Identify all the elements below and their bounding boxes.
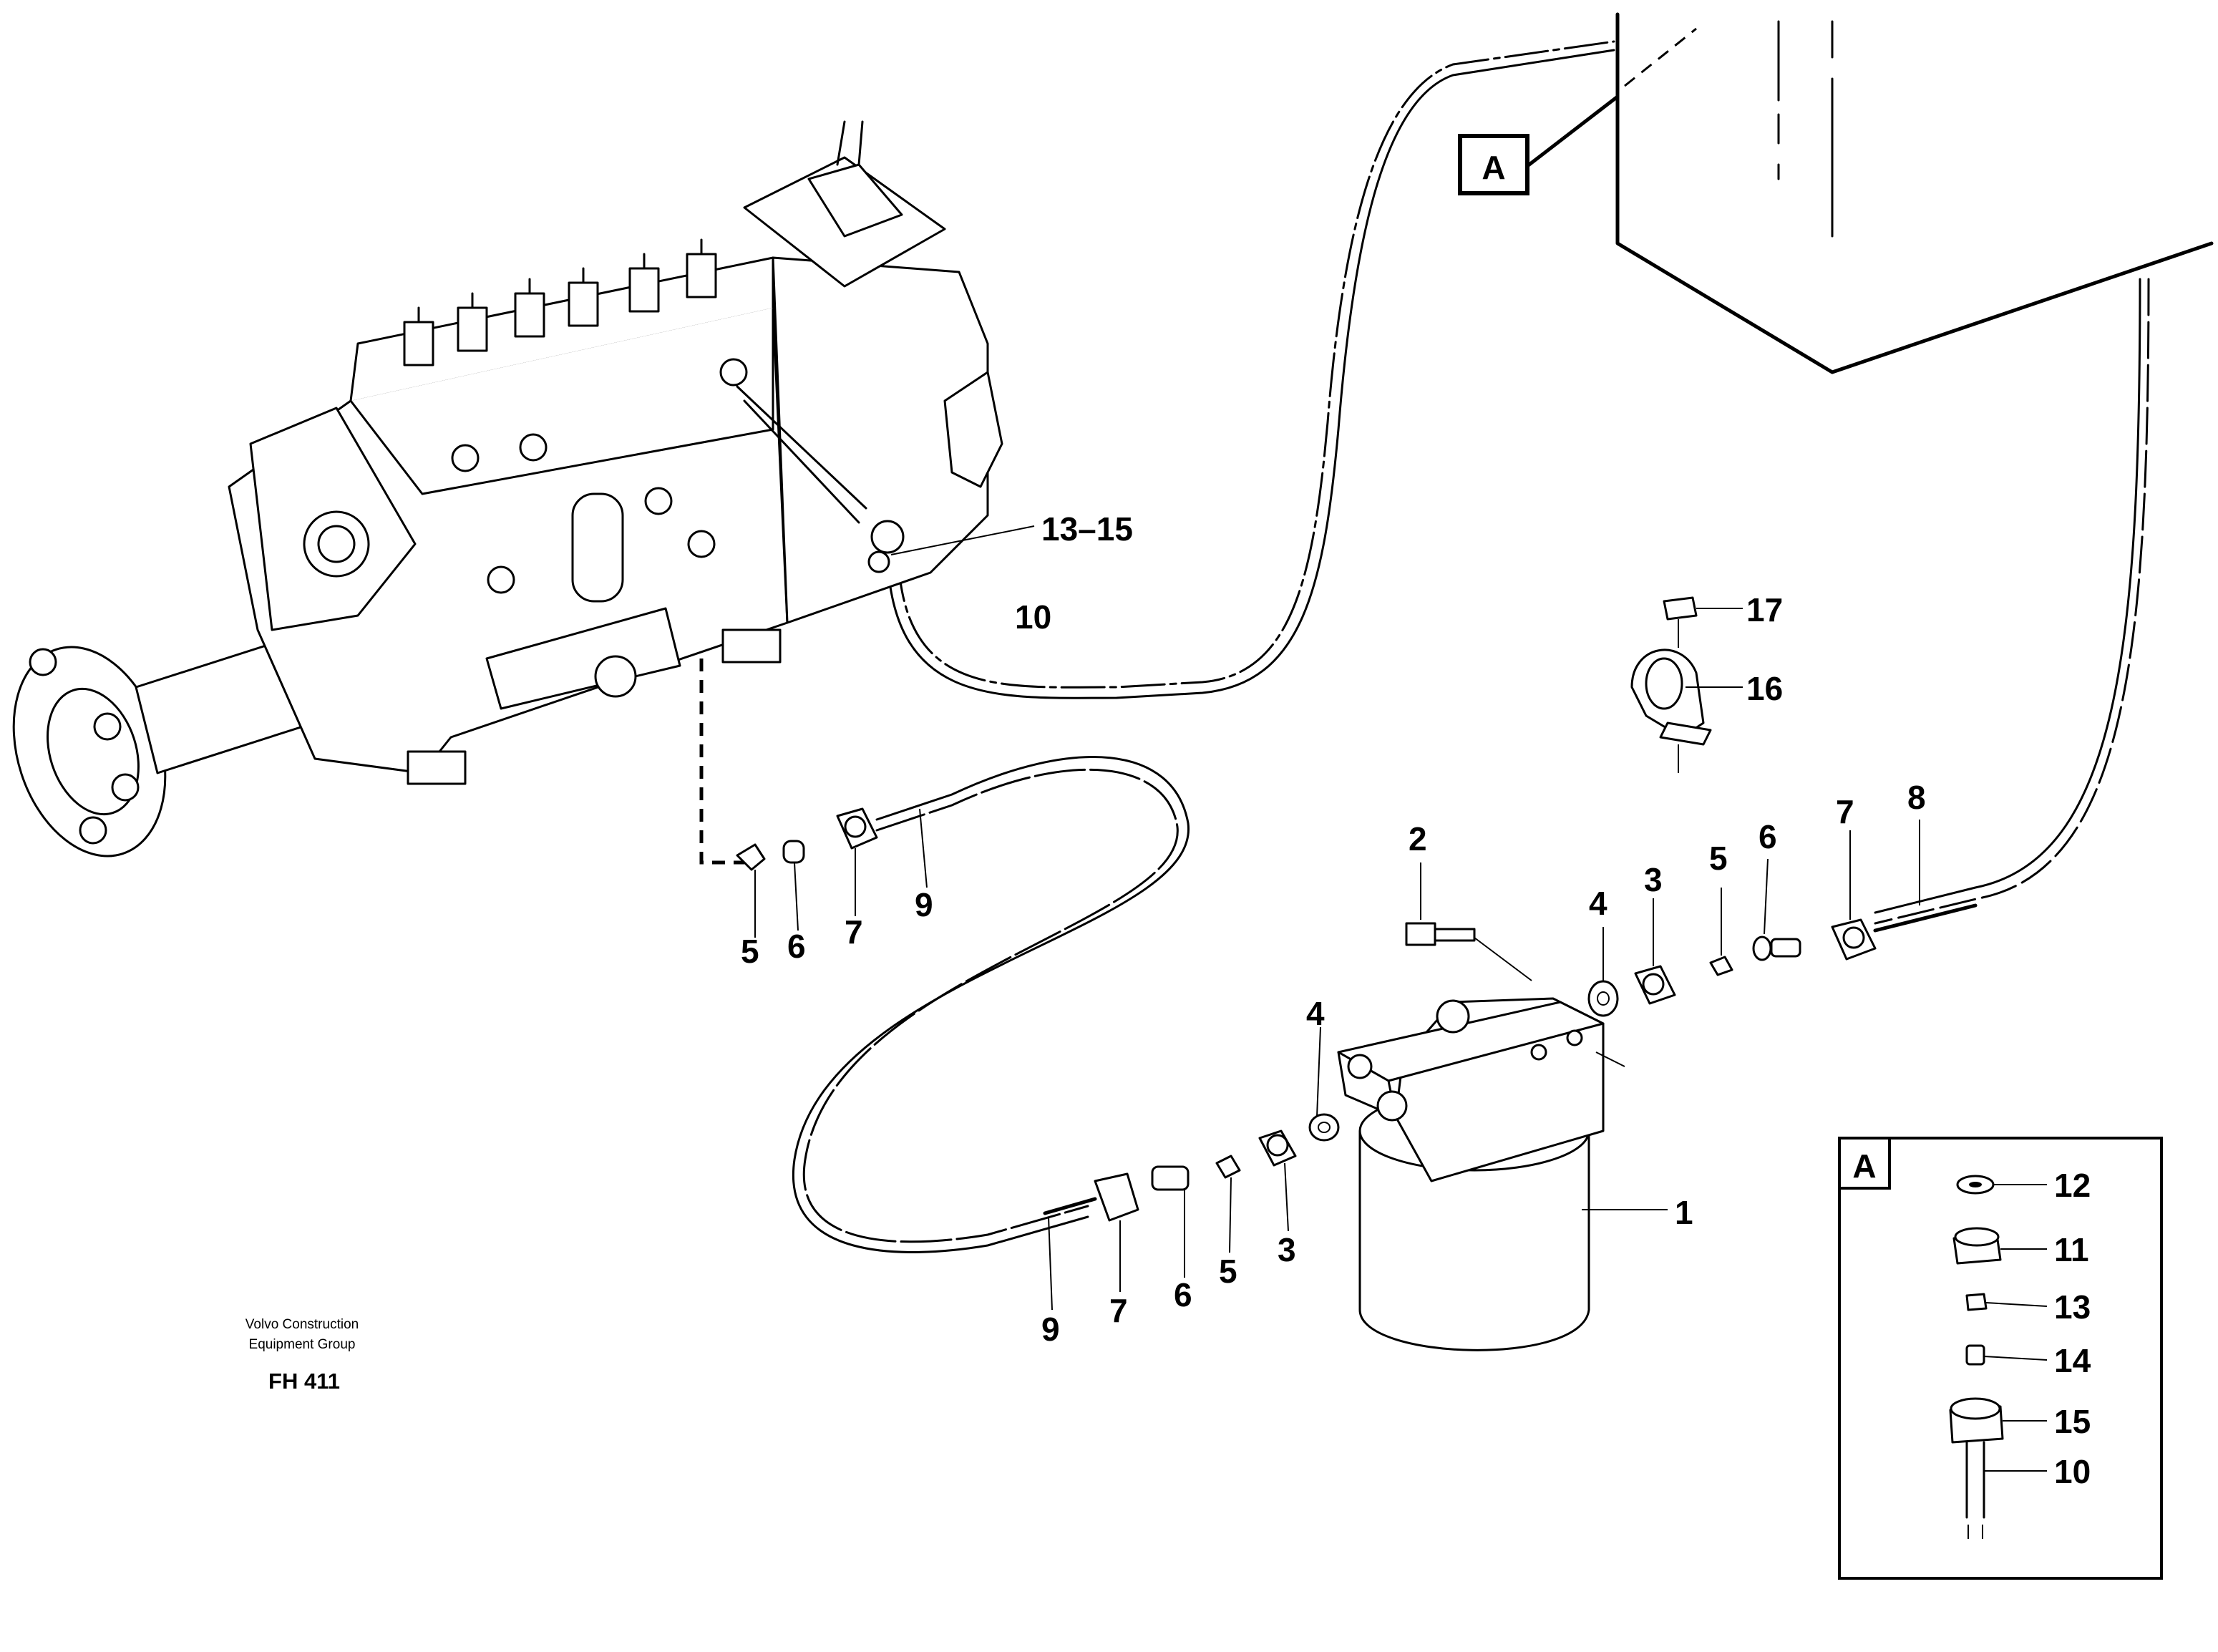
detail-a-box: A [1838,1137,2163,1580]
injector-heads [403,238,717,366]
callout-7-bot: 7 [1109,1292,1128,1329]
detail-a-marker: A [1458,27,1697,195]
callout-5-bot: 5 [1219,1253,1237,1290]
detail-callout-14: 14 [2054,1342,2091,1379]
callout-5-top: 5 [1709,840,1728,877]
injection-pump [12,120,1003,857]
detail-callout-15: 15 [2054,1403,2091,1440]
callout-7-top: 7 [1836,793,1854,830]
detail-callout-10: 10 [2054,1453,2091,1490]
svg-text:A: A [1482,149,1505,186]
callout-1: 1 [1675,1194,1693,1231]
callout-10-top: 10 [1015,598,1051,636]
callout-16: 16 [1746,670,1783,707]
footer: Volvo Construction Equipment Group FH 41… [245,1317,359,1394]
callout-6-top: 6 [1759,818,1777,855]
bolt-2 [1405,922,1532,981]
callout-5-left: 5 [741,933,759,970]
callout-8: 8 [1907,779,1926,816]
detail-callout-11: 11 [2054,1231,2089,1268]
callouts: 13–15 10 17 16 2 4 3 5 6 7 8 5 6 7 9 4 1… [741,510,2091,1490]
publisher-line-2: Equipment Group [249,1337,356,1352]
fuel-tank [1615,12,2214,374]
line-8 [1874,278,2150,925]
return-line-10 [886,40,1615,699]
publisher-line-1: Volvo Construction [245,1317,359,1332]
detail-callout-12: 12 [2054,1167,2091,1204]
detail-callout-13: 13 [2054,1288,2091,1326]
fittings-right [1587,903,1978,1017]
callout-9-bot: 9 [1041,1311,1060,1348]
leader-lines [754,525,1920,1311]
fittings-lower [1043,1113,1340,1222]
callout-4-top: 4 [1589,885,1607,922]
callout-17: 17 [1746,591,1783,628]
callout-2: 2 [1409,820,1427,857]
callout-3-bot: 3 [1278,1231,1296,1268]
callout-7-left: 7 [845,913,863,951]
callout-9-left: 9 [915,886,933,923]
callout-3-top: 3 [1644,861,1663,898]
callout-6-bot: 6 [1174,1276,1192,1313]
callout-13-15: 13–15 [1041,510,1133,548]
drawing-code: FH 411 [268,1369,340,1394]
clamp-16-screw-17 [1630,596,1712,773]
fuel-filter [1337,997,1625,1351]
callout-4-mid: 4 [1306,995,1325,1032]
callout-6-left: 6 [787,928,806,965]
fittings-left [736,756,1190,1253]
svg-text:A: A [1852,1147,1876,1185]
